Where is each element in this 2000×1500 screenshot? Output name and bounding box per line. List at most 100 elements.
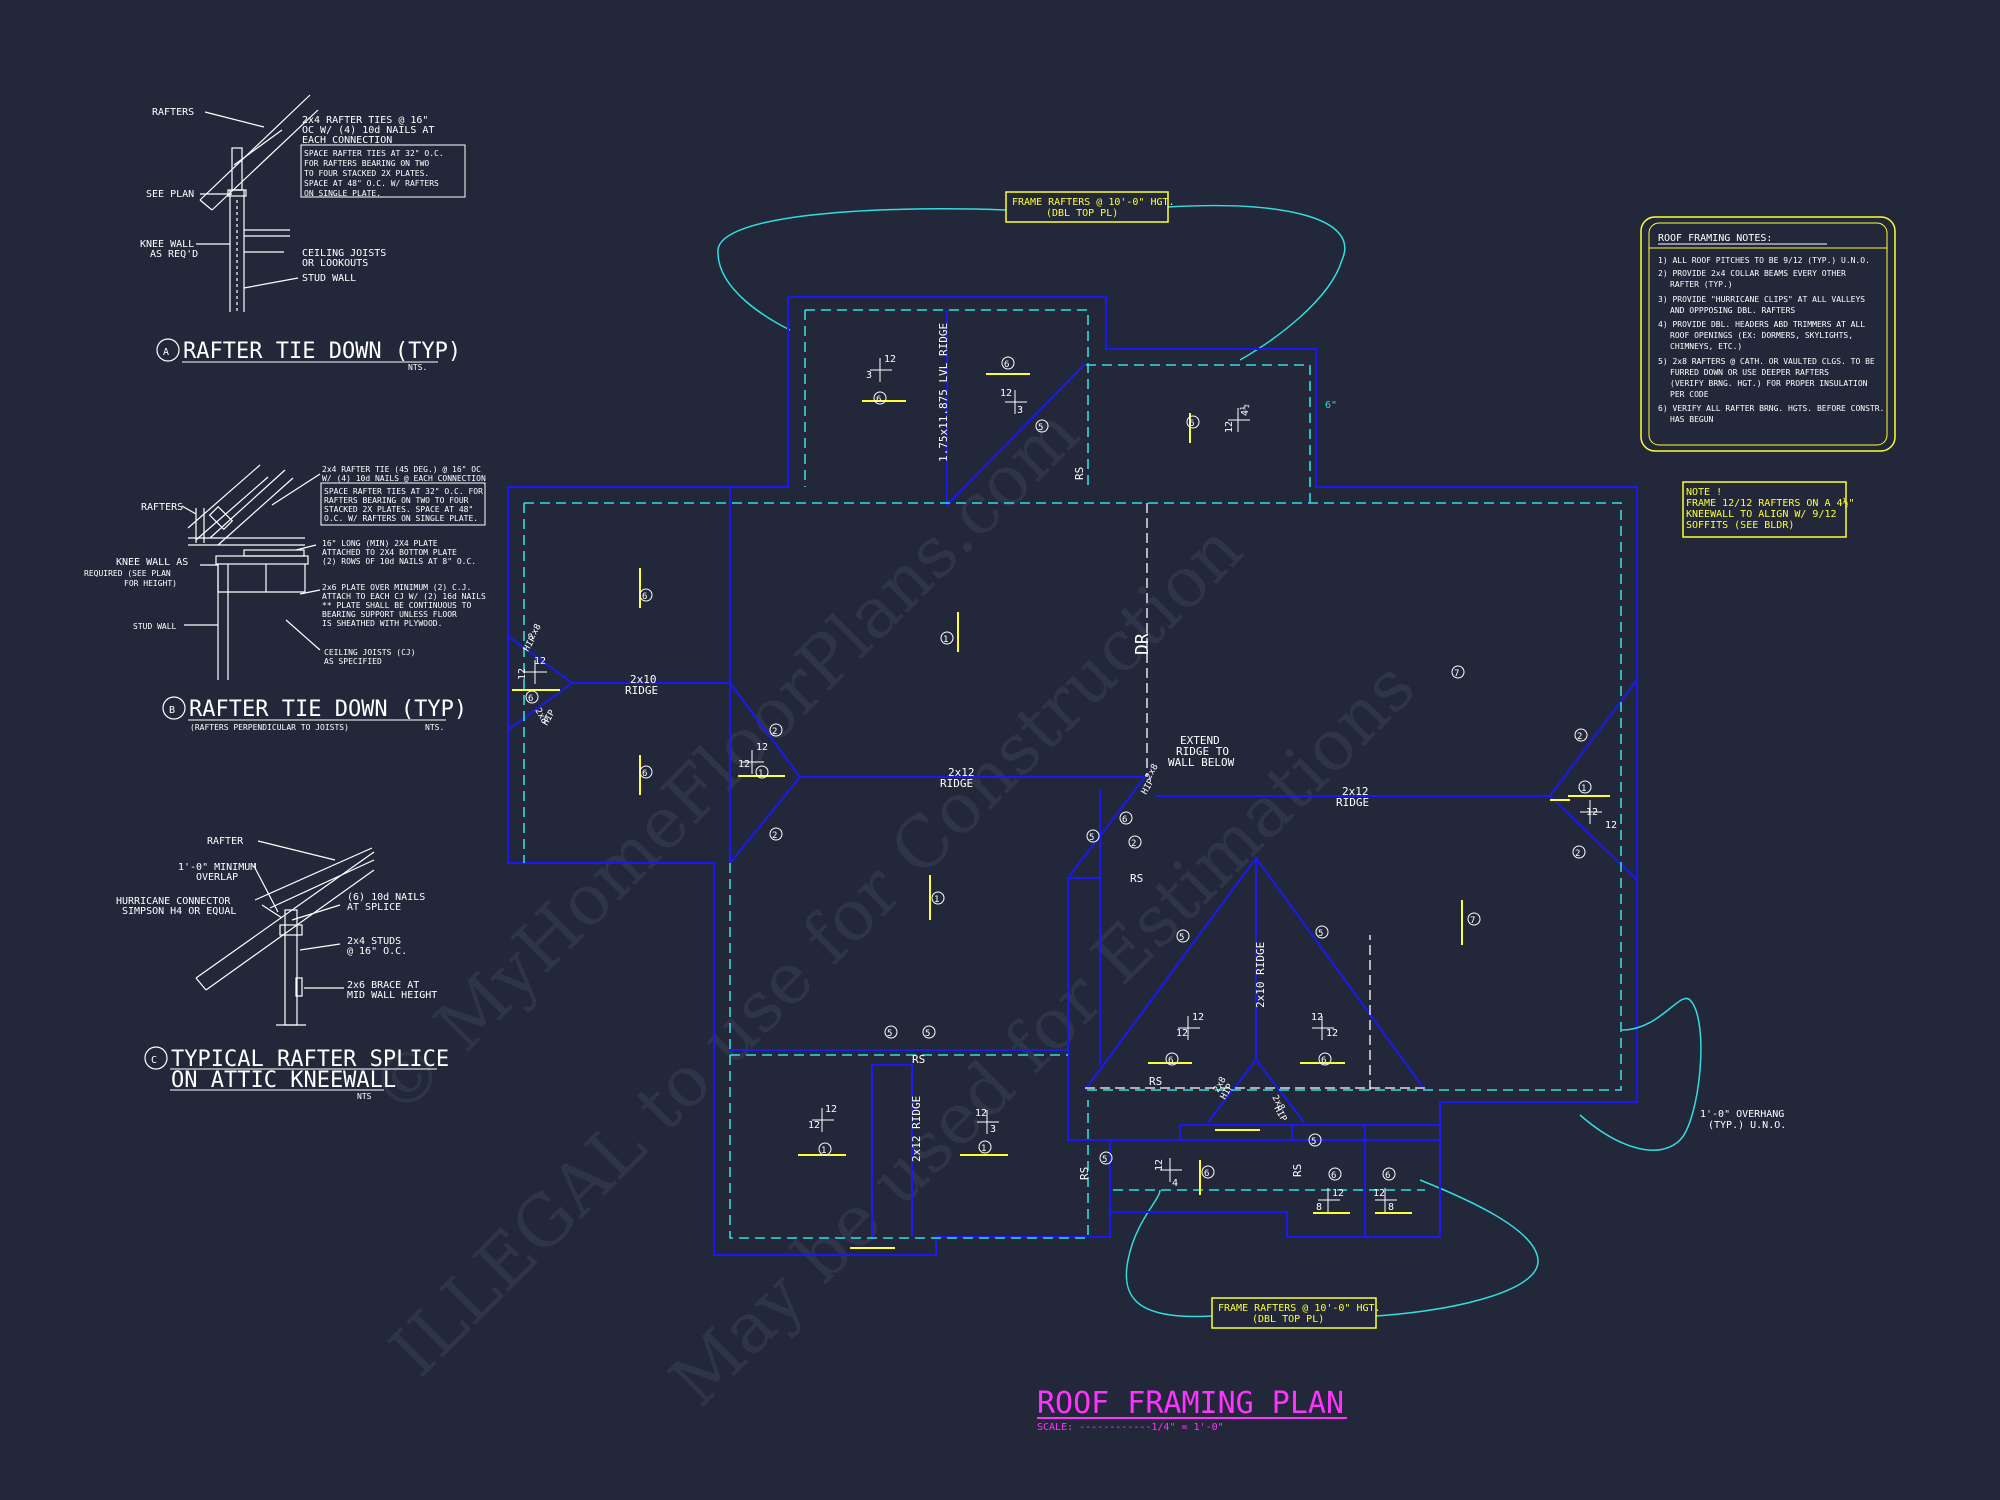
- svg-text:7: 7: [1454, 669, 1459, 679]
- detail-c-bubble: [144, 1046, 168, 1070]
- detail-c-rafter-label: RAFTER: [207, 836, 244, 847]
- rafter-marks: 6 6 5 6 6 6 6 1 2 1 2 1 7 7 2 1 2 6 2 5 …: [525, 356, 1592, 1181]
- detail-c-nails-1: (6) 10d NAILS: [347, 892, 425, 903]
- mark-6: 6: [1119, 811, 1133, 825]
- rs-label: RS: [912, 1053, 925, 1066]
- overhang-1: 1'-0" OVERHANG: [1700, 1109, 1784, 1120]
- pitch-12: 12: [1373, 1188, 1385, 1199]
- mark-7: 7: [1451, 665, 1465, 679]
- mark-1: 1: [931, 891, 945, 905]
- detail-a-ties-1: 2x4 RAFTER TIES @ 16": [302, 115, 428, 126]
- pitch-3: 3: [990, 1124, 996, 1135]
- detail-b-knee-2: REQUIRED (SEE PLAN: [84, 569, 171, 578]
- pitch-12: 12: [1154, 1159, 1165, 1171]
- mark-6: 6: [639, 588, 653, 602]
- detail-b-knee-1: KNEE WALL AS: [116, 557, 188, 568]
- roof-plan-walls: [507, 296, 1638, 1256]
- svg-text:6: 6: [1321, 1056, 1326, 1066]
- mark-6: 6: [639, 765, 653, 779]
- detail-c-brace-2: MID WALL HEIGHT: [347, 990, 437, 1001]
- mark-6: 6: [1382, 1167, 1396, 1181]
- overhang-leader: [1579, 997, 1702, 1151]
- svg-text:6: 6: [1204, 1169, 1209, 1179]
- svg-text:6: 6: [642, 769, 647, 779]
- detail-a-see-plan-label: SEE PLAN: [146, 189, 194, 200]
- note-5-line-3: (VERIFY BRNG. HGT.) FOR PROPER INSULATIO…: [1670, 379, 1868, 388]
- note-1-line-1: 1) ALL ROOF PITCHES TO BE 9/12 (TYP.) U.…: [1658, 256, 1870, 265]
- detail-a-title: RAFTER TIE DOWN (TYP): [183, 339, 461, 364]
- svg-text:5: 5: [925, 1029, 930, 1039]
- pitch-12: 12: [1332, 1188, 1344, 1199]
- detail-b-labels: RAFTERS KNEE WALL AS REQUIRED (SEE PLAN …: [84, 465, 486, 732]
- detail-c-title-2: ON ATTIC KNEEWALL: [171, 1068, 396, 1093]
- detail-c-nails-2: AT SPLICE: [347, 902, 401, 913]
- detail-b-cj-1: CEILING JOISTS (CJ): [324, 648, 416, 657]
- rafter-direction-arrows: [512, 373, 1610, 1249]
- plan-title-block: ROOF FRAMING PLAN SCALE: ------------1/4…: [1037, 1386, 1347, 1433]
- svg-text:5: 5: [1318, 929, 1323, 939]
- detail-c: [195, 840, 375, 1026]
- detail-c-overlap-1: 1'-0" MINIMUM: [178, 862, 256, 873]
- detail-a-knee-wall-1: KNEE WALL: [140, 239, 194, 250]
- mark-6: 6: [1186, 415, 1200, 429]
- detail-c-hurricane-2: SIMPSON H4 OR EQUAL: [122, 906, 236, 917]
- mark-6: 6: [525, 690, 539, 704]
- pitch-12: 12: [1192, 1012, 1204, 1023]
- extend-3: WALL BELOW: [1168, 756, 1235, 769]
- detail-a-ceiling-1: CEILING JOISTS: [302, 248, 386, 259]
- detail-c-studs-2: @ 16" O.C.: [347, 946, 407, 957]
- svg-text:5: 5: [887, 1029, 892, 1039]
- detail-b-spacing-1: SPACE RAFTER TIES AT 32" O.C. FOR: [324, 487, 483, 496]
- svg-text:6: 6: [1189, 419, 1194, 429]
- ridge-2x12-mid-1: 2x12: [948, 766, 975, 779]
- roof-plan-dashes: [523, 309, 1622, 1239]
- detail-c-overlap-2: OVERLAP: [196, 872, 238, 883]
- detail-a-spacing-5: ON SINGLE PLATE.: [304, 189, 381, 198]
- notes-title: ROOF FRAMING NOTES:: [1658, 233, 1772, 244]
- mark-1: 1: [940, 631, 954, 645]
- detail-b-bubble: [162, 696, 186, 720]
- note1-line-1: NOTE !: [1686, 487, 1722, 498]
- detail-b-spacing-2: RAFTERS BEARING ON TWO TO FOUR: [324, 496, 469, 505]
- svg-text:5: 5: [1179, 933, 1184, 943]
- callout-top-line-1: FRAME RAFTERS @ 10'-0" HGT.: [1012, 197, 1175, 208]
- mark-2: 2: [769, 723, 783, 737]
- note1-line-3: KNEEWALL TO ALIGN W/ 9/12: [1686, 509, 1837, 520]
- detail-b: [181, 464, 486, 680]
- detail-b-plate-1: 16" LONG (MIN) 2X4 PLATE: [322, 539, 438, 548]
- detail-b-plate-2: ATTACHED TO 2X4 BOTTOM PLATE: [322, 548, 457, 557]
- pitch-12: 12: [738, 759, 750, 770]
- pitch-12: 12: [517, 668, 528, 680]
- rs-label: RS: [1130, 872, 1143, 885]
- mark-6: 6: [1328, 1167, 1342, 1181]
- note-2-line-2: RAFTER (TYP.): [1670, 280, 1733, 289]
- svg-text:6: 6: [876, 395, 881, 405]
- detail-a-labels: RAFTERS SEE PLAN KNEE WALL AS REQ'D 2x4 …: [140, 107, 461, 372]
- detail-b-tie-1: 2x4 RAFTER TIE (45 DEG.) @ 16" OC: [322, 465, 481, 474]
- note-3-line-1: 3) PROVIDE "HURRICANE CLIPS" AT ALL VALL…: [1658, 295, 1865, 304]
- svg-text:5: 5: [1089, 833, 1094, 843]
- pitch-12: 12: [1176, 1028, 1188, 1039]
- ridge-2x10-left-2: RIDGE: [625, 684, 658, 697]
- detail-b-2x6-5: IS SHEATHED WITH PLYWOOD.: [322, 619, 442, 628]
- detail-a-knee-wall-2: AS REQ'D: [150, 249, 198, 260]
- mark-5: 5: [1308, 1133, 1322, 1147]
- extend-1: EXTEND: [1180, 734, 1220, 747]
- svg-text:5: 5: [1038, 423, 1043, 433]
- detail-b-tie-2: W/ (4) 10d NAILS @ EACH CONNECTION: [322, 474, 486, 483]
- rs-label: RS: [1078, 1167, 1091, 1180]
- note-5-line-4: PER CODE: [1670, 390, 1709, 399]
- note-3-line-2: AND OPPPOSING DBL. RAFTERS: [1670, 306, 1795, 315]
- watermark: © MyHomeFloorPlans.com ILLEGAL to use fo…: [354, 391, 1431, 1422]
- detail-a-letter: A: [163, 347, 169, 358]
- pitch-12: 12: [808, 1120, 820, 1131]
- pitch-4: 4: [1172, 1178, 1178, 1189]
- detail-a: [196, 94, 466, 312]
- svg-text:1: 1: [934, 895, 939, 905]
- detail-b-2x6-3: ** PLATE SHALL BE CONTINUOUS TO: [322, 601, 471, 610]
- detail-b-2x6-2: ATTACH TO EACH CJ W/ (2) 16d NAILS: [322, 592, 486, 601]
- pitch-12: 12: [1605, 820, 1617, 831]
- svg-text:5: 5: [1102, 1155, 1107, 1165]
- svg-text:1: 1: [943, 635, 948, 645]
- svg-text:1: 1: [981, 1144, 986, 1154]
